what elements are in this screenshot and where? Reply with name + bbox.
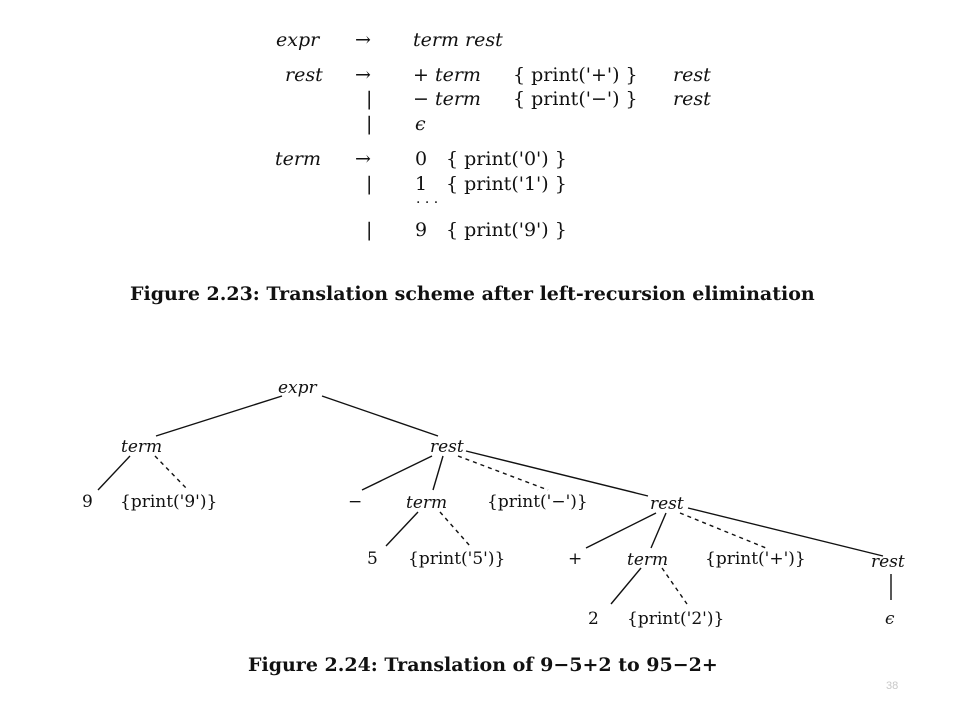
leaf-operator: − bbox=[348, 492, 363, 512]
lhs-rest: rest bbox=[285, 64, 323, 86]
tree-edge-action bbox=[661, 567, 688, 605]
tree-edge bbox=[610, 567, 642, 605]
leaf-digit: 9 bbox=[82, 492, 93, 512]
rhs-tail: rest bbox=[673, 64, 711, 86]
rhs-symbols: 0 bbox=[415, 148, 428, 170]
tree-edge bbox=[321, 395, 439, 437]
leaf-operator: + bbox=[568, 549, 583, 569]
rhs-symbols: ϵ bbox=[415, 113, 426, 135]
node-term: term bbox=[406, 493, 448, 513]
rhs-symbols: + term bbox=[413, 64, 481, 86]
production-arrow: → bbox=[355, 148, 371, 170]
leaf-action: {print('9')} bbox=[120, 492, 218, 512]
node-rest: rest bbox=[430, 437, 464, 457]
rhs-symbols: 1 bbox=[415, 173, 428, 195]
leaf-epsilon: ϵ bbox=[885, 609, 895, 629]
node-expr: expr bbox=[278, 378, 317, 398]
rhs-symbols: 9 bbox=[415, 219, 428, 241]
alternative-bar: | bbox=[366, 113, 373, 135]
semantic-action: { print('1') } bbox=[446, 173, 567, 195]
tree-edge-action bbox=[679, 512, 767, 549]
rhs-symbols: term rest bbox=[413, 29, 503, 51]
semantic-action: { print('0') } bbox=[446, 148, 567, 170]
rhs-tail: rest bbox=[673, 88, 711, 110]
tree-edge-action bbox=[457, 455, 549, 491]
leaf-action: {print('−')} bbox=[487, 492, 588, 512]
node-rest: rest bbox=[871, 552, 905, 572]
alternative-bar: | bbox=[366, 173, 373, 195]
leaf-digit: 5 bbox=[367, 549, 378, 569]
tree-edge bbox=[432, 455, 444, 491]
semantic-action: { print('9') } bbox=[446, 219, 567, 241]
tree-edge bbox=[97, 455, 131, 491]
semantic-action: { print('+') } bbox=[513, 64, 638, 86]
tree-edge bbox=[585, 512, 657, 549]
node-term: term bbox=[627, 550, 669, 570]
semantic-action: { print('−') } bbox=[513, 88, 638, 110]
tree-edge-action bbox=[154, 455, 189, 491]
figure-caption: Figure 2.23: Translation scheme after le… bbox=[130, 283, 815, 305]
production-arrow: → bbox=[355, 64, 371, 86]
node-rest: rest bbox=[650, 494, 684, 514]
lhs-expr: expr bbox=[276, 29, 320, 51]
production-arrow: → bbox=[355, 29, 371, 51]
tree-edge bbox=[361, 455, 433, 491]
tree-edge bbox=[385, 511, 419, 547]
tree-edge bbox=[155, 395, 283, 437]
leaf-action: {print('5')} bbox=[408, 549, 506, 569]
tree-edge-action bbox=[439, 511, 471, 547]
page-number: 38 bbox=[886, 680, 899, 692]
leaf-digit: 2 bbox=[588, 609, 599, 629]
alternative-bar: | bbox=[366, 219, 373, 241]
tree-edge bbox=[650, 512, 667, 549]
lhs-term: term bbox=[275, 148, 321, 170]
node-term: term bbox=[121, 437, 163, 457]
tree-edge bbox=[687, 507, 884, 557]
ellipsis: · · · bbox=[416, 195, 439, 211]
leaf-action: {print('2')} bbox=[627, 609, 725, 629]
alternative-bar: | bbox=[366, 88, 373, 110]
tree-edge bbox=[465, 450, 649, 497]
leaf-action: {print('+')} bbox=[705, 549, 806, 569]
figure-caption: Figure 2.24: Translation of 9−5+2 to 95−… bbox=[248, 654, 718, 676]
rhs-symbols: − term bbox=[413, 88, 481, 110]
